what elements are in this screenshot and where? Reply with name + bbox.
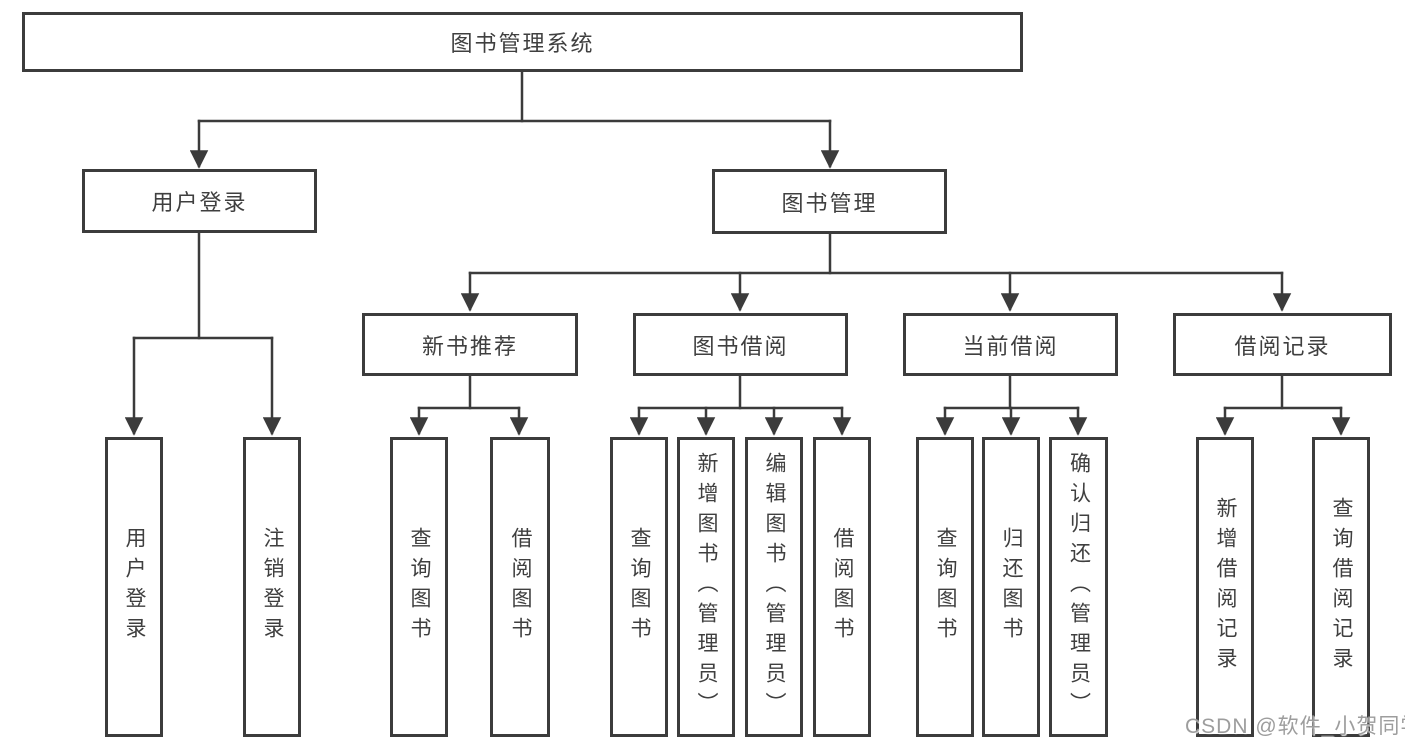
leaf-cur-confirm-return-admin-label: 确认归还（管理员） bbox=[1067, 452, 1091, 722]
csdn-watermark: CSDN @软件_小贺同学 bbox=[1185, 715, 1405, 738]
leaf-bor-edit-book-admin: 编辑图书（管理员） bbox=[745, 437, 803, 737]
leaf-logout-label: 注销登录 bbox=[261, 527, 284, 647]
leaf-recd-add-record: 新增借阅记录 bbox=[1196, 437, 1254, 737]
leaf-rec-borrow-book-label: 借阅图书 bbox=[509, 527, 532, 647]
node-current-borrow-label: 当前借阅 bbox=[962, 333, 1059, 359]
leaf-bor-add-book-admin: 新增图书（管理员） bbox=[677, 437, 735, 737]
leaf-bor-query-book-label: 查询图书 bbox=[628, 527, 651, 647]
leaf-cur-query-book: 查询图书 bbox=[916, 437, 974, 737]
leaf-logout: 注销登录 bbox=[243, 437, 301, 737]
node-new-book-rec: 新书推荐 bbox=[362, 313, 578, 376]
leaf-recd-add-record-label: 新增借阅记录 bbox=[1214, 497, 1237, 677]
node-current-borrow: 当前借阅 bbox=[903, 313, 1118, 376]
leaf-recd-query-record: 查询借阅记录 bbox=[1312, 437, 1370, 737]
node-root-system: 图书管理系统 bbox=[22, 12, 1023, 72]
leaf-recd-query-record-label: 查询借阅记录 bbox=[1330, 497, 1353, 677]
leaf-bor-add-book-admin-label: 新增图书（管理员） bbox=[695, 452, 718, 722]
node-book-mgmt-label: 图书管理 bbox=[781, 190, 878, 216]
leaf-cur-query-book-label: 查询图书 bbox=[934, 527, 957, 647]
leaf-cur-return-book: 归还图书 bbox=[982, 437, 1040, 737]
leaf-user-login-label: 用户登录 bbox=[123, 527, 146, 647]
leaf-rec-borrow-book: 借阅图书 bbox=[490, 437, 550, 737]
leaf-rec-query-book: 查询图书 bbox=[390, 437, 448, 737]
node-book-mgmt: 图书管理 bbox=[712, 169, 947, 234]
node-book-borrow-label: 图书借阅 bbox=[692, 333, 789, 359]
leaf-bor-borrow-book-label: 借阅图书 bbox=[831, 527, 854, 647]
node-borrow-record: 借阅记录 bbox=[1173, 313, 1392, 376]
node-root-label: 图书管理系统 bbox=[450, 31, 595, 56]
node-book-borrow: 图书借阅 bbox=[633, 313, 848, 376]
leaf-bor-borrow-book: 借阅图书 bbox=[813, 437, 871, 737]
leaf-cur-return-book-label: 归还图书 bbox=[1000, 527, 1023, 647]
node-user-login-label: 用户登录 bbox=[151, 190, 248, 215]
node-new-book-rec-label: 新书推荐 bbox=[421, 333, 518, 359]
leaf-bor-query-book: 查询图书 bbox=[610, 437, 668, 737]
leaf-user-login: 用户登录 bbox=[105, 437, 163, 737]
leaf-rec-query-book-label: 查询图书 bbox=[408, 527, 431, 647]
node-borrow-record-label: 借阅记录 bbox=[1234, 333, 1331, 359]
leaf-cur-confirm-return-admin: 确认归还（管理员） bbox=[1049, 437, 1108, 737]
leaf-bor-edit-book-admin-label: 编辑图书（管理员） bbox=[763, 452, 786, 722]
node-user-login: 用户登录 bbox=[82, 169, 317, 233]
